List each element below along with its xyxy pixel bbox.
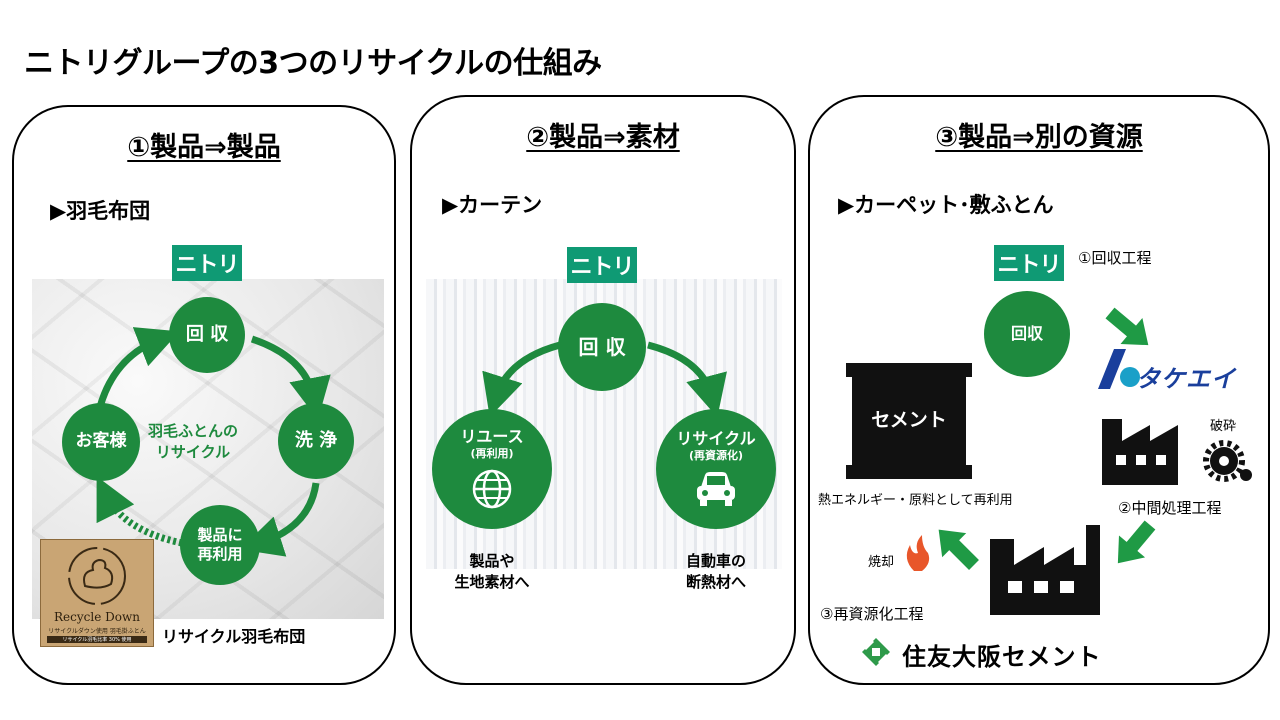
panel-title: ①製品⇒製品 <box>127 132 281 163</box>
recycle-down-package: Recycle Down リサイクルダウン使用 羽毛掛ふとん リサイクル羽毛比率… <box>40 539 154 647</box>
step3-label: ③再資源化工程 <box>820 605 924 623</box>
page-title: ニトリグループの3つのリサイクルの仕組み <box>24 46 602 81</box>
factory-icon-small <box>1102 419 1178 485</box>
arrow-to-takeei <box>1105 307 1149 346</box>
nitori-logo: ニトリ <box>172 245 242 281</box>
fire-icon <box>906 535 930 571</box>
takeei-logo-text: タケエイ <box>1136 365 1236 393</box>
arrow-to-factory <box>1117 520 1156 564</box>
panel-subtitle: ▶羽毛布団 <box>50 199 151 223</box>
arrow-collect-to-wash <box>250 335 331 420</box>
recycle-caption: 自動車の断熱材へ <box>685 552 746 591</box>
crush-label: 破砕 <box>1210 419 1237 434</box>
package-line1: リサイクルダウン使用 羽毛掛ふとん <box>48 628 146 635</box>
package-line2: リサイクル羽毛比率 30% 使用 <box>47 636 147 643</box>
panel-product-to-resource: ③製品⇒別の資源 ▶カーペット･敷ふとん ニトリ ①回収工程 回収 <box>808 95 1270 685</box>
panel-title: ③製品⇒別の資源 <box>935 122 1143 153</box>
panel-product-to-product: ①製品⇒製品 ▶羽毛布団 ニトリ 回 収 洗 浄 製品に再利用 お客様 羽毛ふと… <box>12 105 396 685</box>
arrow-to-reuse <box>938 529 979 570</box>
cycle-arrows <box>96 327 331 557</box>
cycle-collect: 回 収 <box>169 297 245 373</box>
usage-label: 熱エネルギー・原料として再利用 <box>818 493 1013 508</box>
arrow-wash-to-product <box>240 482 320 557</box>
cement-label: セメント <box>871 409 947 431</box>
nitori-logo: ニトリ <box>994 245 1064 281</box>
cycle-wash: 洗 浄 <box>278 403 354 479</box>
cycle-customer: お客様 <box>62 403 140 481</box>
panel-title: ②製品⇒素材 <box>526 122 680 153</box>
globe-icon <box>472 469 512 509</box>
arrow-to-reuse <box>482 341 561 418</box>
flow-arrows <box>482 341 727 418</box>
factory-icon-large <box>990 525 1100 615</box>
duck-icon <box>68 547 126 605</box>
arrow-product-to-customer <box>96 476 183 547</box>
sumitomo-logo-text: 住友大阪セメント <box>902 643 1102 671</box>
panel-subtitle: ▶カーテン <box>442 193 543 217</box>
step2-label: ②中間処理工程 <box>1118 499 1222 517</box>
reuse-caption: 製品や生地素材へ <box>454 552 530 591</box>
sumitomo-logo-mark <box>862 638 890 666</box>
nitori-logo: ニトリ <box>567 247 637 283</box>
arrow-customer-to-collect <box>96 327 180 408</box>
gear-icon <box>1203 440 1252 482</box>
package-caption: リサイクル羽毛布団 <box>162 627 306 646</box>
step1-label: ①回収工程 <box>1078 249 1152 267</box>
panel-product-to-material: ②製品⇒素材 ▶カーテン ニトリ 回 収 リユース (再利用) リサイクル (再… <box>410 95 796 685</box>
process-arrows <box>846 307 1252 666</box>
panel-subtitle: ▶カーペット･敷ふとん <box>838 193 1054 217</box>
cement-bag-icon <box>846 363 972 479</box>
collect-circle: 回 収 <box>558 303 646 391</box>
incinerate-label: 焼却 <box>868 555 895 570</box>
car-icon <box>697 471 735 506</box>
takeei-logo-mark <box>1098 349 1140 389</box>
recycle-circle: リサイクル (再資源化) <box>656 409 776 529</box>
reuse-circle: リユース (再利用) <box>432 409 552 529</box>
cycle-product-reuse: 製品に再利用 <box>180 505 260 585</box>
package-name: Recycle Down <box>54 610 140 624</box>
cycle-center-label: 羽毛ふとんのリサイクル <box>148 422 239 461</box>
arrow-to-recycle <box>647 341 727 418</box>
collect-circle: 回収 <box>984 291 1070 377</box>
